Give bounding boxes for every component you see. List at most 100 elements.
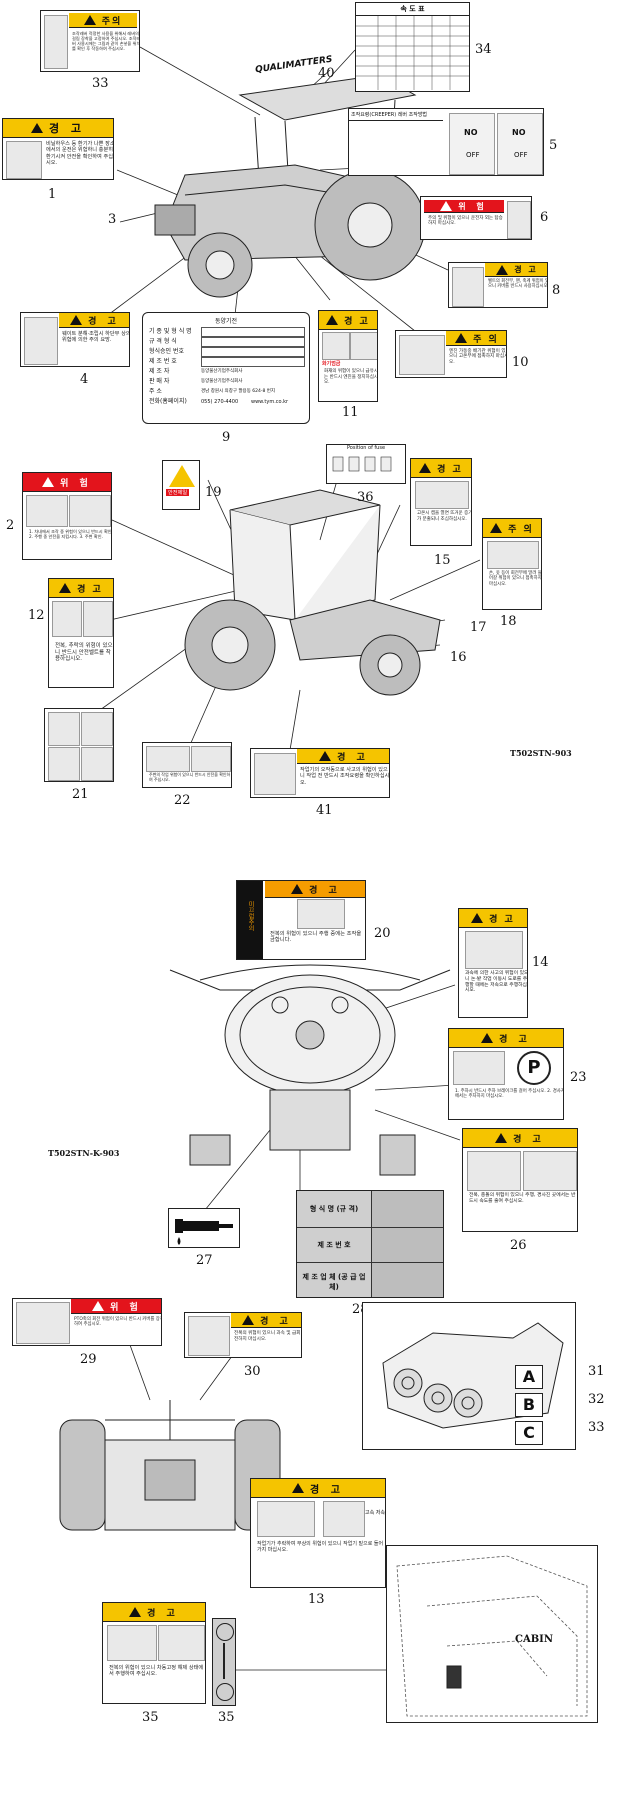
- warning-triangle-icon: [471, 913, 484, 923]
- lever-pictogram: [44, 15, 68, 69]
- speed-lever-pictogram: [323, 1501, 365, 1537]
- callout-16: 16: [450, 650, 467, 665]
- callout-10: 10: [512, 355, 529, 370]
- collision-pictogram: [467, 1151, 521, 1191]
- valve-letter-a: A: [515, 1365, 543, 1389]
- warning-triangle-icon: [242, 1315, 255, 1325]
- label-6: 위 험 주의 및 위험이 있으니 운전자 외는 탑승하지 마십시오.: [420, 196, 532, 240]
- pictogram-23a: [146, 746, 190, 772]
- callout-3: 3: [108, 212, 117, 227]
- warning-triangle-icon: [419, 463, 432, 473]
- diff-lock-symbol: [158, 1625, 205, 1661]
- label-34: [212, 1618, 236, 1706]
- pto-hazard-pictogram: [16, 1302, 70, 1344]
- pictogram-21c: [48, 747, 80, 781]
- callout-29: 30: [244, 1364, 261, 1379]
- callout-25: 26: [510, 1238, 527, 1253]
- callout-4: 4: [80, 372, 89, 387]
- arrow-down-icon: [223, 1643, 225, 1679]
- label-8: 경 고 벨트의 회전부, 팬, 축계 위험이 있으니 커버를 반드시 사용하십시…: [448, 262, 548, 308]
- callout-22: 23: [570, 1070, 587, 1085]
- diff-lock-on-icon: [216, 1623, 234, 1641]
- label-18: 주 의 손, 옷 등이 회전부에 말려 들어갈 위험이 있으니 접촉하지 마십시…: [482, 518, 542, 610]
- overspeed-pictogram: [465, 931, 523, 969]
- radiator-hazard-pictogram: [415, 481, 469, 509]
- warning-triangle-icon: [30, 123, 43, 133]
- label-36-fuse: Position of fuse: [326, 444, 406, 484]
- warning-triangle-icon: [292, 1483, 305, 1493]
- hydraulic-valve-drawing: [382, 1322, 564, 1429]
- seatbelt-pictogram: [69, 495, 111, 527]
- label-14: 경 고 과속에 의한 사고의 위험이 있으니 논·밭 작업 이동시 도로를 주행…: [458, 908, 528, 1018]
- warning-triangle-icon: [481, 1033, 494, 1043]
- label-1-text: 비닐하우스 등 환기가 나쁜 장소에서의 운전은 위험하니 충분히 환기시켜 안…: [46, 141, 114, 166]
- implement-hazard-pictogram: [254, 753, 296, 795]
- valve-letter-b: B: [515, 1393, 543, 1417]
- callout-31: 32: [588, 1392, 605, 1407]
- label-10: 주 의 엔진 가동중 배기관 위험이 있으니 고온부에 접촉하지 마십시오.: [395, 330, 507, 378]
- callout-8: 8: [552, 283, 561, 298]
- label-1: 경 고 비닐하우스 등 환기가 나쁜 장소에서의 운전은 위험하니 충분히 환기…: [2, 118, 114, 180]
- steering-hazard-pictogram: [297, 899, 345, 929]
- steering-dashboard-drawing: [169, 964, 451, 1176]
- label-28: 위 험 PTO축의 회전 위험이 있으니 반드시 커버를 장착하여 주십시오.: [12, 1298, 162, 1346]
- callout-21: 21: [72, 787, 89, 802]
- callout-36: 36: [357, 490, 374, 505]
- warning-triangle-icon: [92, 1301, 105, 1311]
- callout-7: 34: [475, 42, 492, 57]
- diff-lock-off-icon: [216, 1683, 234, 1701]
- tractor-rollover-pictogram: [188, 1316, 230, 1356]
- safety-triangle-icon: [169, 465, 195, 487]
- hot-surface-pictogram: [399, 335, 445, 375]
- label-23: 주변의 작업 위험이 있으니 반드시 안전을 확인하여 주십시오.: [142, 742, 232, 788]
- callout-35: 35: [142, 1710, 159, 1725]
- warning-triangle-icon: [319, 751, 332, 761]
- no-rider-pictogram: [507, 201, 531, 239]
- callout-6: 6: [540, 210, 549, 225]
- callout-41: 41: [316, 803, 333, 818]
- label-20: 안전제일: [162, 460, 200, 510]
- label-15: 경 고 고온시 캡을 열면 뜨거운 증기가 분출되니 조심하십시오.: [410, 458, 472, 546]
- warning-triangle-icon: [42, 477, 55, 487]
- label-25: 경 고 전복, 충돌의 위험이 있으니 주행, 경사진 곳에서는 반드시 속도를…: [462, 1128, 578, 1232]
- callout-23: 22: [174, 793, 191, 808]
- pictogram-21a: [48, 712, 80, 746]
- label-33-text: 조작레버 적정한 사용을 위해서 레버의 걸림 장착을 고정하여 주십시오. 조…: [72, 31, 140, 51]
- cabin-figure-frame: CABIN: [386, 1545, 598, 1723]
- warning-triangle-icon: [495, 1133, 508, 1143]
- nameplate-rows: 기 종 및 형 식 명 규 격 형 식 형식승인 번호 제 조 번 호 제 조 …: [149, 327, 305, 407]
- label-22: 경 고 P 1. 주차시 반드시 주차 브레이크를 걸어 주십시오. 2. 경사…: [448, 1028, 564, 1120]
- fuse-diagram: [332, 456, 392, 472]
- label-11: 경 고 화기엄금 화재의 위험이 있으니 급유시는 반드시 엔진을 정지하십시오…: [318, 310, 378, 402]
- callout-2: 2: [6, 518, 15, 533]
- warning-triangle-icon: [440, 201, 453, 211]
- tipover-pictogram: [52, 601, 82, 637]
- label-29: 경 고 전복의 위험이 있으니 과속 및 급회전하지 마십시오.: [184, 1312, 302, 1358]
- label-35: 경 고 전복의 위험이 있으니 차동고정 해제 상태에서 주행하여 주십시오.: [102, 1602, 206, 1704]
- label-12: 경 고 전복, 추락의 위험이 있으니 반드시 안전벨트를 착용하십시오.: [48, 578, 114, 688]
- label-9-nameplate: 동양기전 기 종 및 형 식 명 규 격 형 식 형식승인 번호 제 조 번 호…: [142, 312, 310, 424]
- callout-13: 13: [308, 1592, 325, 1607]
- fuel-pump-icon: [350, 332, 377, 360]
- callout-32: 33: [588, 1420, 605, 1435]
- brake-link-pictogram: [523, 1151, 577, 1191]
- callout-26: 27: [196, 1253, 213, 1268]
- diff-lock-pictogram: [107, 1625, 157, 1661]
- callout-20: 19: [205, 485, 222, 500]
- callout-14: 14: [532, 955, 549, 970]
- creeper-lever-diagram-1: NO OFF: [449, 113, 495, 175]
- speed-table-grid: [356, 16, 469, 90]
- parking-brake-icon: P: [517, 1051, 551, 1085]
- gas-hazard-pictogram: [6, 141, 42, 179]
- weight-hazard-pictogram: [24, 317, 58, 365]
- pictogram-23b: [191, 746, 231, 772]
- callout-33: 33: [92, 76, 109, 91]
- creeper-lever-diagram-2: NO OFF: [497, 113, 543, 175]
- warning-triangle-icon: [455, 333, 468, 343]
- pictogram-21d: [81, 747, 113, 781]
- warning-triangle-icon: [490, 523, 503, 533]
- callout-28: 29: [80, 1352, 97, 1367]
- belt-hazard-pictogram: [452, 267, 484, 307]
- warning-triangle-icon: [326, 315, 339, 325]
- callout-15: 15: [434, 553, 451, 568]
